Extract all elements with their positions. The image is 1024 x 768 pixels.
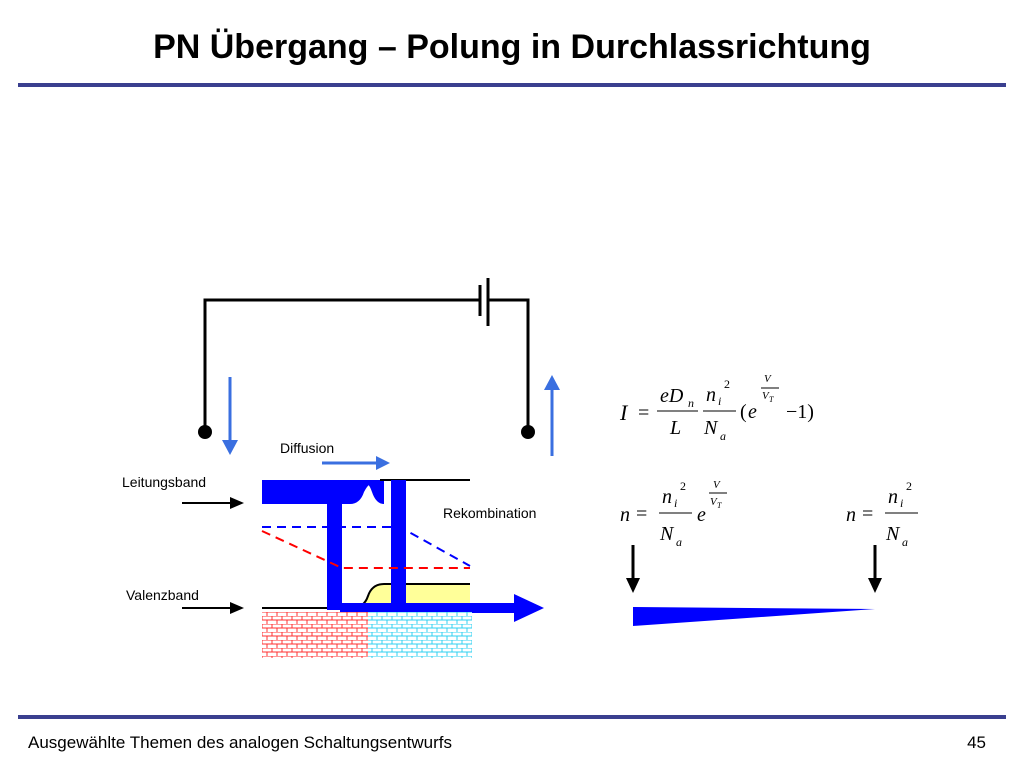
valenzband-arrow-icon: [230, 602, 244, 614]
svg-text:i: i: [900, 496, 903, 510]
formula-carrier-biased: n = n i 2 N a e V V T: [620, 479, 727, 549]
svg-text:I: I: [619, 400, 629, 425]
svg-text:N: N: [659, 523, 675, 545]
recomb-bar-left: [327, 500, 342, 610]
svg-text:N: N: [885, 523, 901, 545]
formula-current: I = eD n L n i 2 N a ( e V V T −1): [619, 373, 814, 443]
svg-text:i: i: [718, 394, 721, 408]
svg-text:n: n: [706, 384, 716, 406]
svg-text:T: T: [769, 395, 774, 404]
svg-text:V: V: [762, 390, 770, 402]
leitungsband-arrow-icon: [230, 497, 244, 509]
fermi-level-p: [261, 530, 470, 569]
svg-text:V: V: [710, 496, 718, 508]
svg-text:e: e: [697, 504, 706, 526]
svg-text:V: V: [764, 373, 772, 385]
slide-title: PN Übergang – Polung in Durchlassrichtun…: [153, 28, 871, 66]
svg-text:n: n: [846, 504, 856, 526]
svg-text:(: (: [740, 401, 747, 423]
profile-arrow-left-icon: [626, 578, 640, 593]
terminal-right: [521, 425, 535, 439]
battery-circuit: [198, 278, 535, 439]
diffusion-label: Diffusion: [280, 440, 335, 456]
label-arrows: [182, 497, 244, 614]
diffusion-arrow-icon: [376, 456, 390, 470]
leitungsband-label: Leitungsband: [122, 474, 207, 490]
svg-text:2: 2: [906, 479, 912, 493]
recomb-bar-right: [391, 480, 406, 610]
current-arrows: [222, 375, 560, 470]
svg-text:=: =: [862, 503, 873, 525]
svg-text:a: a: [902, 535, 908, 549]
svg-text:n: n: [888, 486, 898, 508]
svg-text:T: T: [717, 501, 722, 510]
svg-text:n: n: [620, 504, 630, 526]
svg-text:V: V: [713, 479, 721, 491]
svg-text:2: 2: [680, 479, 686, 493]
svg-text:e: e: [748, 401, 757, 423]
svg-text:=: =: [638, 402, 649, 424]
valence-fill-yellow: [352, 584, 470, 608]
hole-flow-arrow-icon: [514, 594, 544, 622]
up-arrow-icon: [544, 375, 560, 390]
down-arrow-icon: [222, 440, 238, 455]
band-diagram: [261, 479, 544, 658]
carrier-profile: [626, 545, 882, 626]
valenzband-label: Valenzband: [126, 587, 199, 603]
svg-text:n: n: [688, 396, 694, 410]
svg-text:−1): −1): [786, 401, 814, 423]
svg-text:N: N: [703, 417, 719, 439]
page-number: 45: [967, 733, 986, 752]
svg-text:=: =: [636, 503, 647, 525]
title-divider: [18, 83, 1006, 87]
n-region: [368, 612, 472, 658]
p-region: [262, 612, 368, 658]
svg-text:eD: eD: [660, 385, 684, 407]
rekombination-label: Rekombination: [443, 505, 537, 521]
svg-text:i: i: [674, 496, 677, 510]
footer-text: Ausgewählte Themen des analogen Schaltun…: [28, 733, 453, 752]
svg-text:L: L: [669, 417, 681, 439]
svg-text:a: a: [676, 535, 682, 549]
svg-text:a: a: [720, 429, 726, 443]
profile-arrow-right-icon: [868, 578, 882, 593]
conduction-band-p: [262, 480, 384, 504]
terminal-left: [198, 425, 212, 439]
svg-text:n: n: [662, 486, 672, 508]
fermi-level-n: [262, 526, 471, 567]
footer-divider: [18, 715, 1006, 719]
carrier-concentration-wedge: [633, 607, 875, 626]
formula-carrier-equilibrium: n = n i 2 N a: [846, 479, 918, 549]
svg-text:2: 2: [724, 377, 730, 391]
